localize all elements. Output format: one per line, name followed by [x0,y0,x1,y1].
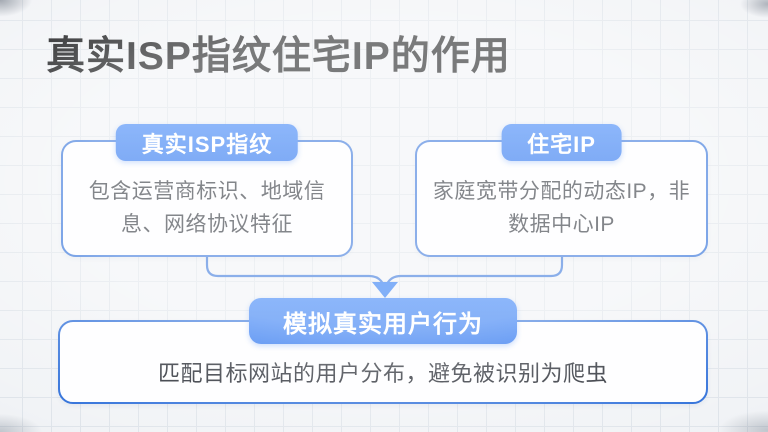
card-header-badge: 真实ISP指纹 [115,124,299,161]
card-body-text: 匹配目标网站的用户分布，避免被识别为爬虫 [157,360,608,386]
card-header-label: 真实ISP指纹 [141,131,273,157]
card-header-label: 住宅IP [527,131,596,157]
card-header-label: 模拟真实用户行为 [283,310,483,338]
card-header-badge: 模拟真实用户行为 [249,298,517,344]
card-residential-ip: 住宅IP 家庭宽带分配的动态IP，非数据中心IP [415,124,708,257]
card-header-badge: 住宅IP [501,124,622,161]
card-simulate-user-behavior: 模拟真实用户行为 匹配目标网站的用户分布，避免被识别为爬虫 [58,298,708,404]
card-real-isp-fingerprint: 真实ISP指纹 包含运营商标识、地域信息、网络协议特征 [61,124,353,257]
arrow-down-icon [372,282,398,298]
card-body-text: 包含运营商标识、地域信息、网络协议特征 [88,179,326,236]
card-body-text: 家庭宽带分配的动态IP，非数据中心IP [432,179,691,236]
page-title: 真实ISP指纹住宅IP的作用 [46,35,511,78]
